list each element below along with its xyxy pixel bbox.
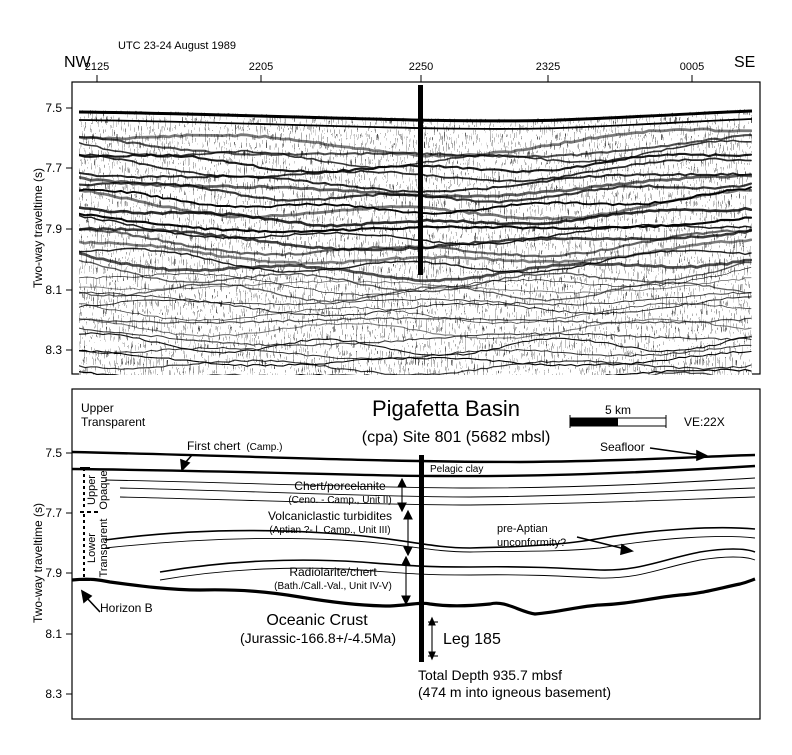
top-y-tick-8.1: 8.1 [45,283,62,297]
seismic-reflector [79,139,752,169]
time-tick-2325: 2325 [536,61,560,73]
first-chert-line [71,464,756,478]
upper-opaque-label: Upper Opaque [86,470,110,509]
seismic-reflector [79,296,752,317]
left-bracket [80,467,100,581]
top-y-tick-7.7: 7.7 [45,161,62,175]
volcaniclastic-label: Volcaniclastic turbidites [268,509,392,523]
seismic-reflector [79,277,752,294]
seismic-reflector [79,171,752,194]
svg-text:Lower: Lower [86,533,98,563]
seafloor-label: Seafloor [600,440,645,454]
bottom-y-tick-7.9: 7.9 [45,566,62,580]
svg-text:Upper: Upper [86,475,98,505]
seismic-section [79,109,752,375]
horizon-b-label: Horizon B [100,601,153,615]
seismic-reflector [79,133,752,159]
time-tick-marks [96,75,693,82]
seismic-reflector [79,327,752,347]
site-subtitle: (cpa) Site 801 (5682 mbsl) [362,429,551,446]
pre-aptian-l2: unconformity? [497,537,566,549]
top-seafloor-reflector [78,109,753,123]
bottom-y-axis: 7.5 7.7 7.9 8.1 8.3 Two-way traveltime (… [31,446,72,701]
bottom-drill-hole [419,455,424,662]
seismic-reflector [79,291,752,306]
chert-porcelanite-label: Chert/porcelanite [294,479,386,493]
oceanic-crust-note: (Jurassic-166.8+/-4.5Ma) [240,630,396,646]
scale-label: 5 km [605,403,631,417]
range-arrows [397,477,438,661]
volcaniclastic-top [104,526,756,549]
seismic-reflector [79,181,752,204]
seismic-reflector [79,349,752,367]
basin-title: Pigafetta Basin [372,396,520,421]
volcaniclastic-note: (Aptian ?- l. Camp., Unit III) [269,525,390,536]
time-tick-0005: 0005 [680,61,704,73]
seismic-reflector [79,206,752,228]
time-tick-2250: 2250 [409,61,433,73]
first-chert-label: First chert(Camp.) [187,439,282,453]
oceanic-crust-label: Oceanic Crust [266,612,368,629]
leader-arrows [80,447,709,613]
time-tick-2125: 2125 [85,61,109,73]
bottom-y-axis-label: Two-way traveltime (s) [31,503,45,623]
nw-label: NW [64,54,92,71]
top-y-axis-label: Two-way traveltime (s) [31,168,45,288]
pelagic-clay-label: Pelagic clay [430,464,483,475]
seismic-reflector [79,302,752,324]
svg-text:Transparent: Transparent [98,519,110,578]
top-drill-hole [418,85,423,275]
seismic-reflector [79,317,752,324]
seismic-reflector [79,247,752,274]
se-label: SE [734,54,755,71]
seismic-reflector [79,214,752,246]
seismic-reflector [79,152,752,174]
bottom-y-tick-8.3: 8.3 [45,687,62,701]
leg-label: Leg 185 [443,631,501,648]
time-tick-2205: 2205 [249,61,273,73]
seismic-reflector [79,281,752,303]
top-panel: NW SE UTC 23-24 August 1989 2125 2205 22… [31,40,761,375]
seismic-reflector [79,368,752,375]
upper-transparent-l2: Transparent [81,415,146,429]
chert-porcelanite-note: (Ceno. - Camp., Unit II) [288,495,391,506]
seismic-reflector [79,317,752,340]
scale-bar: 5 km [569,403,667,428]
seismic-reflector [79,212,752,234]
date-label: UTC 23-24 August 1989 [118,40,236,52]
top-y-tick-7.5: 7.5 [45,101,62,115]
pre-aptian-line [159,548,756,573]
seismic-reflector [79,359,752,375]
lower-transparent-label: Lower Transparent [86,519,110,578]
seafloor-line [71,450,756,464]
ve-label: VE:22X [684,415,725,429]
seismic-reflector [79,344,752,360]
bottom-y-tick-7.7: 7.7 [45,506,62,520]
svg-text:Opaque: Opaque [98,470,110,509]
upper-transparent-l1: Upper [81,401,114,415]
radiolarite-note: (Bath./Call.-Val., Unit IV-V) [274,581,392,592]
total-depth-note: (474 m into igneous basement) [418,684,611,700]
pre-aptian-l1: pre-Aptian [497,523,548,535]
bottom-y-tick-7.5: 7.5 [45,446,62,460]
seismic-reflector [79,127,752,158]
seismic-reflector [79,259,752,293]
bottom-panel-frame [71,388,761,720]
seismic-reflector [79,228,752,258]
seismic-reflector [79,153,752,183]
top-y-tick-7.9: 7.9 [45,222,62,236]
seismic-reflector [79,251,752,283]
radiolarite-label: Radiolarite/chert [289,565,377,579]
top-y-axis: 7.5 7.7 7.9 8.1 8.3 Two-way traveltime (… [31,101,72,357]
horizon-b-basement [71,577,756,616]
seismic-reflector [79,226,752,252]
bottom-y-tick-8.1: 8.1 [45,627,62,641]
top-y-tick-8.3: 8.3 [45,343,62,357]
total-depth-label: Total Depth 935.7 mbsf [418,667,562,683]
bottom-panel: Pigafetta Basin (cpa) Site 801 (5682 mbs… [31,388,761,720]
seismic-reflector [79,186,752,215]
horizons [71,450,756,616]
